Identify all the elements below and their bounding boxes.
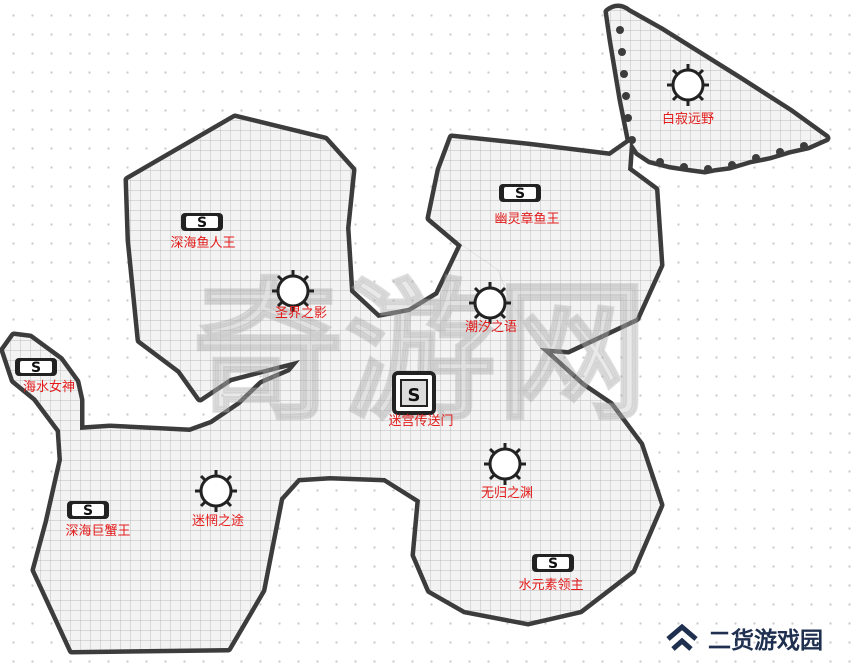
svg-text:S: S: [197, 215, 207, 231]
location-circle-icon[interactable]: [482, 441, 528, 487]
boss-icon[interactable]: S: [180, 209, 224, 235]
map-region-fills: [4, 8, 826, 650]
location-label-shengjie[interactable]: 圣界之影: [274, 306, 328, 321]
svg-text:S: S: [548, 556, 558, 572]
location-label-chaoxi[interactable]: 潮汐之语: [464, 320, 518, 335]
location-label-migong[interactable]: 迷宫传送门: [388, 414, 454, 429]
boss-icon[interactable]: S: [66, 497, 110, 523]
location-label-shenhai-yu[interactable]: 深海鱼人王: [170, 236, 236, 251]
boss-icon[interactable]: S: [531, 550, 575, 576]
boss-icon[interactable]: S: [14, 354, 58, 380]
location-circle-icon[interactable]: [665, 62, 711, 108]
location-label-youling[interactable]: 幽灵章鱼王: [494, 212, 560, 227]
portal-icon[interactable]: S: [391, 370, 437, 416]
svg-text:S: S: [408, 385, 421, 406]
location-label-miwang[interactable]: 迷惘之途: [191, 514, 245, 529]
location-label-juxie[interactable]: 深海巨蟹王: [65, 524, 131, 539]
location-circle-icon[interactable]: [467, 280, 513, 326]
location-label-shuiyuan[interactable]: 水元素领主: [518, 578, 584, 593]
brand-logo: 二货游戏园: [662, 620, 823, 656]
double-chevron-up-icon: [666, 623, 698, 651]
spike-teeth: [616, 26, 808, 173]
location-label-baiji[interactable]: 白寂远野: [661, 112, 715, 127]
boss-icon[interactable]: S: [498, 180, 542, 206]
location-label-wugui[interactable]: 无归之渊: [480, 486, 534, 501]
brand-name: 二货游戏园: [708, 628, 823, 654]
svg-text:S: S: [83, 503, 93, 519]
svg-text:S: S: [31, 360, 41, 376]
location-label-haishui[interactable]: 海水女神: [22, 380, 76, 395]
location-circle-icon[interactable]: [193, 468, 239, 514]
svg-text:S: S: [515, 186, 525, 202]
location-circle-icon[interactable]: [270, 268, 316, 314]
